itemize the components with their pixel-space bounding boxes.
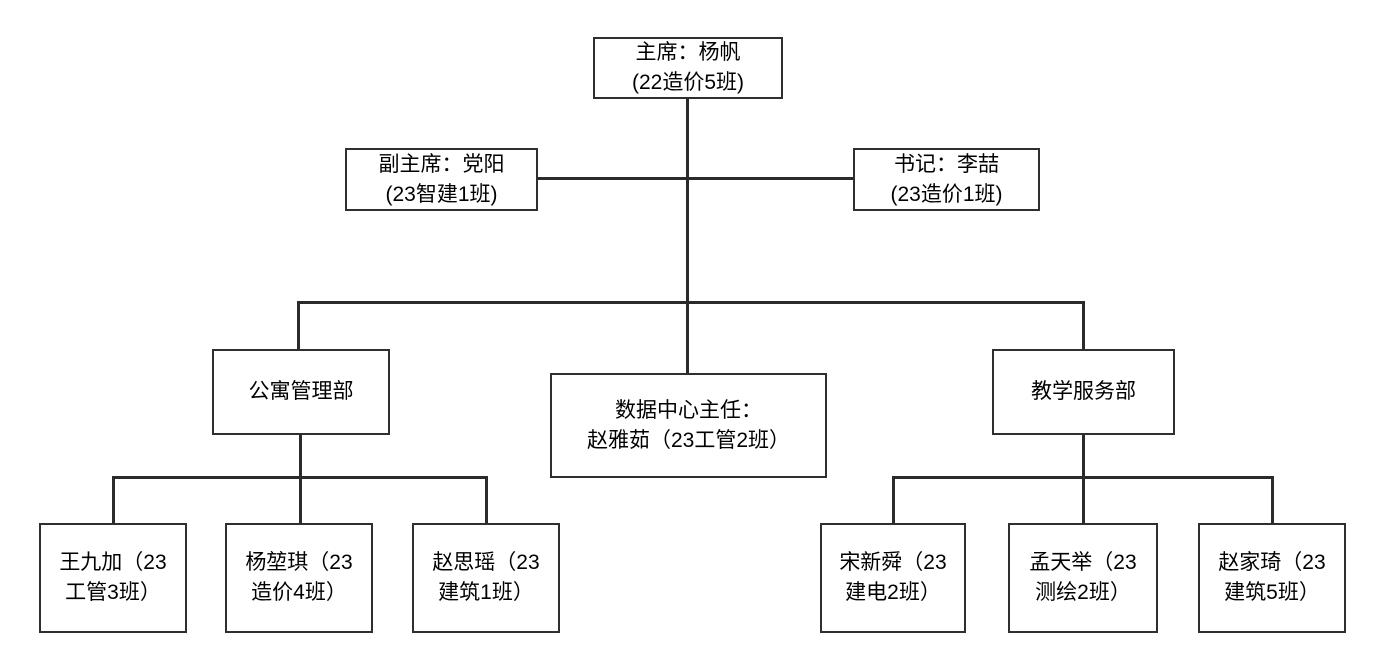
org-node-member-yang: 杨堃琪（23 造价4班） (225, 523, 373, 633)
connector-member-meng (1082, 476, 1085, 525)
org-node-chairman: 主席：杨帆 (22造价5班) (593, 37, 783, 99)
org-node-data-center: 数据中心主任： 赵雅茹（23工管2班） (550, 373, 827, 478)
connector-member-zhao-jq (1271, 476, 1274, 525)
connector-member-zhao-sy (485, 476, 488, 525)
org-node-member-song: 宋新舜（23 建电2班） (820, 523, 966, 633)
connector-member-song (892, 476, 895, 525)
org-node-member-zhao-jq: 赵家琦（23 建筑5班） (1198, 523, 1346, 633)
connector-apartment-stem (299, 435, 302, 479)
connector-member-wang (112, 476, 115, 525)
org-node-member-meng: 孟天举（23 测绘2班） (1008, 523, 1158, 633)
connector-member-yang (299, 476, 302, 525)
org-node-member-wang: 王九加（23 工管3班） (39, 523, 187, 633)
connector-chairman-stem (686, 99, 689, 376)
connector-level2-horizontal (538, 177, 853, 180)
connector-teaching-top (1082, 301, 1085, 351)
org-node-secretary: 书记：李喆 (23造价1班) (853, 148, 1040, 211)
connector-level3-horizontal (297, 301, 1085, 304)
org-node-apartment-dept: 公寓管理部 (212, 349, 390, 435)
connector-apartment-top (297, 301, 300, 351)
org-node-vice-chairman: 副主席：党阳 (23智建1班) (345, 148, 538, 211)
org-node-teaching-dept: 教学服务部 (992, 349, 1175, 435)
org-node-member-zhao-sy: 赵思瑶（23 建筑1班） (412, 523, 560, 633)
connector-teaching-stem (1082, 435, 1085, 479)
